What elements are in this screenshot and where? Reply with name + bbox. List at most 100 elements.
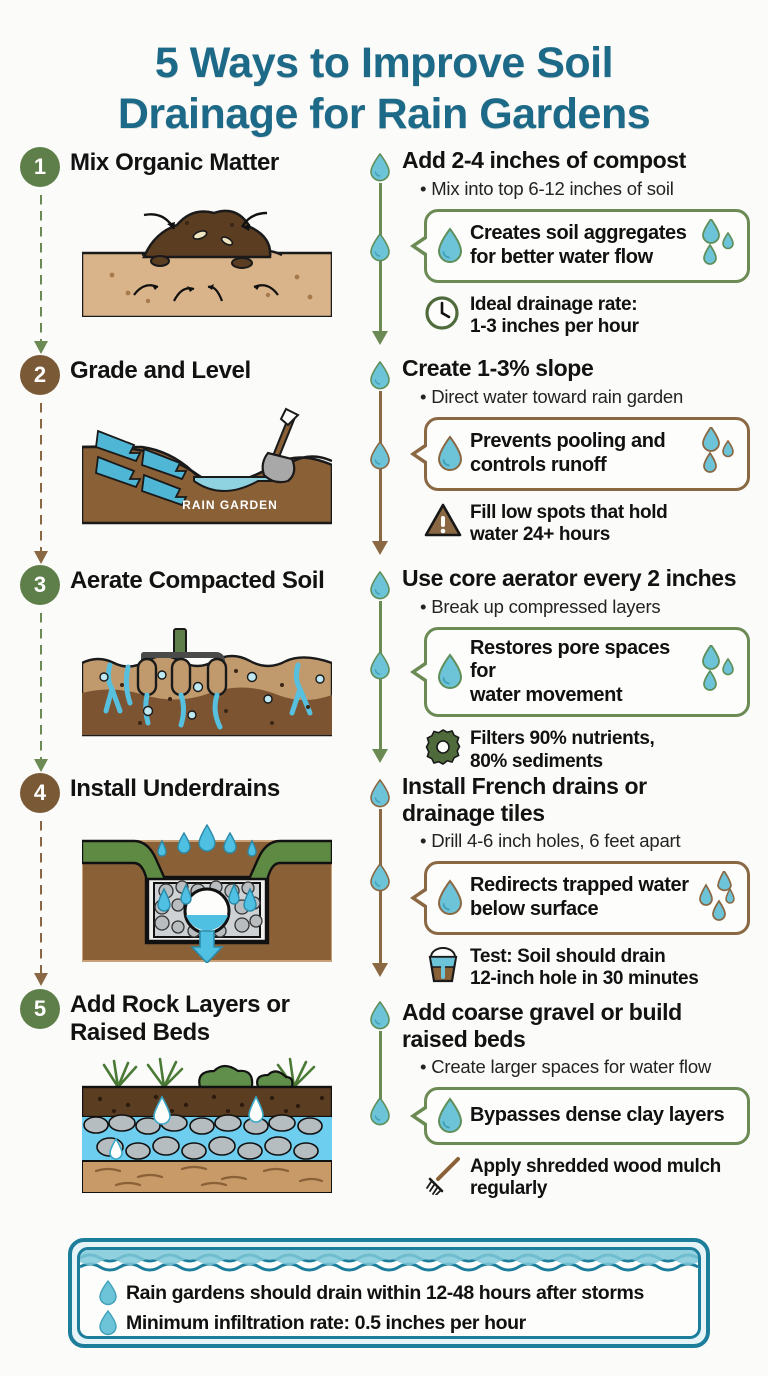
step-2-bullet: • Direct water toward rain garden [420, 385, 684, 407]
callout-line-2: controls runoff [470, 453, 607, 476]
steps-list: 1 Mix Organic Matter [0, 145, 768, 1205]
summary-footer: Rain gardens should drain within 12-48 h… [68, 1238, 710, 1348]
gear-icon [424, 727, 462, 767]
page-title-line-2: Drainage for Rain Gardens [117, 89, 651, 138]
step-1-connector [34, 195, 48, 355]
step-title-line-1: Add Rock Layers or [70, 991, 290, 1019]
callout-line-1: Creates soil aggregates [470, 222, 687, 245]
headline-line-1: Install French drains or [402, 773, 647, 800]
step-2-illustration: RAIN GARDEN [82, 405, 360, 530]
step-4-connector [34, 821, 48, 987]
step-5-droplet-rail [360, 987, 400, 1205]
step-4-right: Install French drains or drainage tiles … [402, 771, 750, 990]
step-3: 3 Aerate Compacted Soil [0, 563, 768, 773]
step-5-header: 5 Add Rock Layers or Raised Beds [20, 987, 360, 1051]
water-drop-icon [369, 1097, 391, 1126]
step-1-illustration [82, 197, 360, 322]
step-3-callout-text: Restores pore spaces for water movement [470, 637, 697, 708]
step-1-number-badge: 1 [20, 147, 60, 188]
step-3-right: Use core aerator every 2 inches • Break … [402, 563, 750, 772]
step-4-callout: Redirects trapped water below surface [410, 860, 750, 935]
fact-line-1: Test: Soil should drain [470, 945, 666, 967]
step-3-headline: Use core aerator every 2 inches [402, 565, 737, 592]
step-1-callout-text: Creates soil aggregates for better water… [470, 222, 697, 269]
decorative-drops [697, 643, 737, 699]
step-4-droplet-rail [360, 771, 400, 987]
step-2: 2 Grade and Level [0, 353, 768, 565]
step-3-connector [34, 613, 48, 773]
step-3-header: 3 Aerate Compacted Soil [20, 563, 360, 609]
step-5-callout-text: Bypasses dense clay layers [470, 1104, 725, 1127]
step-5-fact: Apply shredded wood mulch regularly [424, 1155, 750, 1200]
step-4-fact-text: Test: Soil should drain 12-inch hole in … [470, 945, 699, 990]
step-3-number-badge: 3 [20, 565, 60, 606]
footer-fact-2-text: Minimum infiltration rate: 0.5 inches pe… [126, 1311, 526, 1334]
step-2-fact-text: Fill low spots that hold water 24+ hours [470, 501, 668, 546]
step-4: 4 Install Underdrains [0, 771, 768, 990]
fact-line-1: Apply shredded wood mulch [470, 1155, 721, 1177]
water-drop-icon [435, 653, 465, 691]
step-3-droplet-rail [360, 563, 400, 771]
step-5-illustration [82, 1053, 360, 1198]
water-drop-icon [435, 227, 465, 265]
step-2-headline: Create 1-3% slope [402, 355, 594, 382]
step-1-fact: Ideal drainage rate: 1-3 inches per hour [424, 293, 750, 338]
step-3-fact: Filters 90% nutrients, 80% sediments [424, 727, 750, 772]
step-1-left: 1 Mix Organic Matter [20, 145, 360, 355]
footer-fact-2: Minimum infiltration rate: 0.5 inches pe… [98, 1309, 682, 1336]
step-2-connector [34, 403, 48, 565]
fact-line-2: water 24+ hours [470, 523, 610, 545]
headline-line-1: Add coarse gravel or build [402, 999, 682, 1026]
callout-line-1: Prevents pooling and [470, 430, 666, 453]
fact-line-1: Fill low spots that hold [470, 501, 668, 523]
decorative-drops [697, 217, 737, 273]
step-1: 1 Mix Organic Matter [0, 145, 768, 355]
water-drop-icon [369, 863, 391, 892]
water-wave-decoration [80, 1250, 698, 1272]
step-5-fact-text: Apply shredded wood mulch regularly [470, 1155, 721, 1200]
step-5-bullet: • Create larger spaces for water flow [420, 1055, 712, 1077]
water-drop-icon [369, 441, 391, 470]
step-3-title: Aerate Compacted Soil [70, 567, 325, 595]
step-2-title: Grade and Level [70, 357, 251, 385]
step-5-callout: Bypasses dense clay layers [410, 1086, 750, 1145]
callout-line-2: for better water flow [470, 245, 653, 268]
water-drop-icon [98, 1279, 118, 1306]
step-4-fact: Test: Soil should drain 12-inch hole in … [424, 945, 750, 990]
step-2-fact: Fill low spots that hold water 24+ hours [424, 501, 750, 546]
step-2-callout: Prevents pooling and controls runoff [410, 416, 750, 491]
step-4-bullet: • Drill 4-6 inch holes, 6 feet apart [420, 829, 681, 851]
illustration-label: RAIN GARDEN [182, 498, 278, 512]
decorative-drops [697, 869, 737, 925]
step-4-callout-text: Redirects trapped water below surface [470, 874, 697, 921]
step-2-right: Create 1-3% slope • Direct water toward … [402, 353, 750, 563]
step-2-left: 2 Grade and Level [20, 353, 360, 565]
decorative-drops [697, 425, 737, 481]
step-3-fact-text: Filters 90% nutrients, 80% sediments [470, 727, 655, 772]
step-4-headline: Install French drains or drainage tiles [402, 773, 750, 825]
step-1-droplet-rail [360, 145, 400, 353]
step-2-droplet-rail [360, 353, 400, 563]
water-drop-icon [369, 233, 391, 262]
step-4-left: 4 Install Underdrains [20, 771, 360, 987]
water-drop-icon [369, 651, 391, 680]
step-5-right: Add coarse gravel or build raised beds •… [402, 987, 750, 1205]
water-drop-icon [435, 879, 465, 917]
callout-line-2: below surface [470, 897, 599, 920]
fact-line-2: 80% sediments [470, 750, 603, 772]
fact-line-2: regularly [470, 1178, 548, 1200]
fact-line-2: 1-3 inches per hour [470, 315, 639, 337]
page-title-line-1: 5 Ways to Improve Soil [154, 39, 614, 87]
step-1-right: Add 2-4 inches of compost • Mix into top… [402, 145, 750, 353]
rake-icon [424, 1155, 462, 1196]
step-1-fact-text: Ideal drainage rate: 1-3 inches per hour [470, 293, 639, 338]
step-5-title: Add Rock Layers or Raised Beds [70, 987, 290, 1045]
headline-line-2: raised beds [402, 1025, 526, 1052]
step-3-bullet: • Break up compressed layers [420, 595, 661, 617]
water-drop-icon [435, 1097, 465, 1135]
step-1-headline: Add 2-4 inches of compost [402, 147, 686, 174]
callout-line-2: water movement [470, 683, 623, 706]
callout-line-1: Redirects trapped water [470, 874, 689, 897]
step-1-callout: Creates soil aggregates for better water… [410, 208, 750, 283]
